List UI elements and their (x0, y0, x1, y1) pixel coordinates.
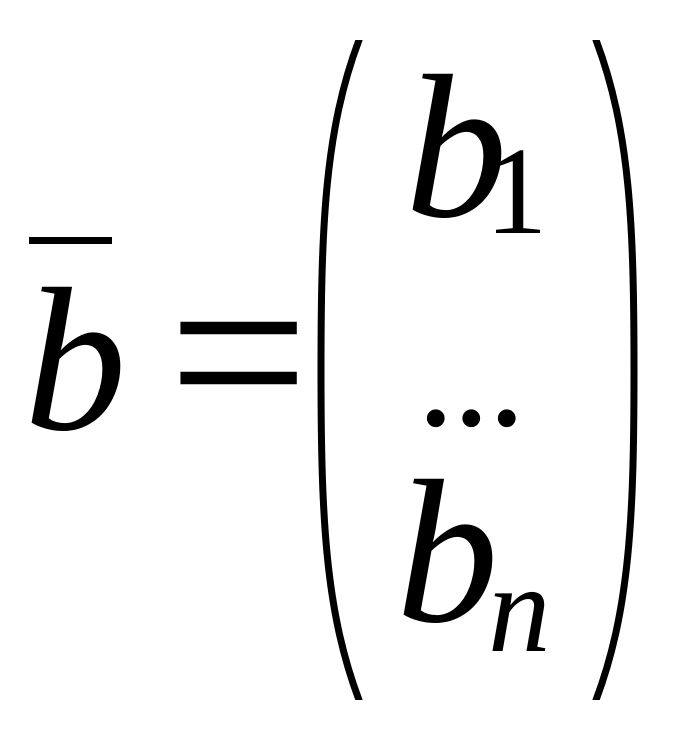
last-element-base: b (396, 439, 499, 666)
overline-bar (29, 237, 112, 244)
lhs-vector-symbol: b (24, 247, 127, 474)
left-parenthesis (317, 40, 363, 700)
vector-ellipsis: ... (417, 292, 525, 458)
last-element-subscript: n (488, 541, 551, 679)
first-element-subscript: 1 (485, 123, 548, 261)
right-parenthesis (592, 40, 638, 700)
first-element-base: b (405, 34, 508, 261)
equals-sign: = (168, 214, 309, 491)
